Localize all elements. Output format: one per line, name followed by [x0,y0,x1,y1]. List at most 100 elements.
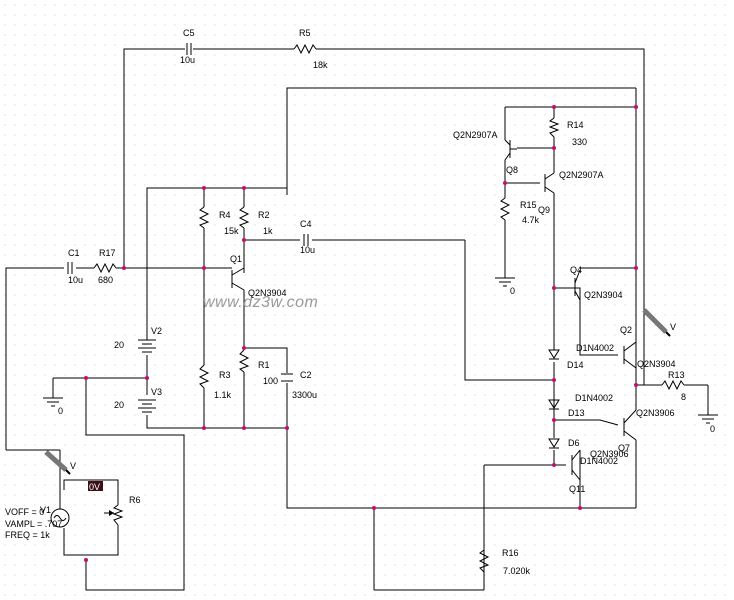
resistor-r16 [478,549,490,573]
label-v2: V2 [151,326,162,336]
ground-symbol-3 [698,414,718,424]
watermark: www.dz3w.com [203,294,318,311]
model-q7: Q2N3906 [636,408,675,418]
ground-label-3: 0 [710,424,715,434]
model-q9: Q2N2907A [559,170,604,180]
diode-d6 [548,438,560,449]
value-r16: 7.020k [503,566,531,576]
ground-symbol-1 [43,397,63,407]
label-q4: Q4 [570,265,582,275]
value-c4: 10u [300,245,315,255]
ground-label-1: 0 [58,406,63,416]
resistor-r1 [238,349,250,373]
capacitor-c4 [303,234,309,246]
capacitor-c1 [67,262,73,274]
value-c5: 10u [180,55,195,65]
label-c4: C4 [300,219,312,229]
value-c1: 10u [68,275,83,285]
value-r13: 8 [681,392,686,402]
probe-label-output: V [670,322,676,332]
label-q7: Q7 [618,443,630,453]
value-r15: 4.7k [522,215,540,225]
transistor-q1 [231,267,245,291]
value-c2: 3300u [292,390,317,400]
value-r3: 1.1k [214,390,232,400]
value-r17: 680 [98,275,113,285]
battery-v3 [138,399,156,413]
voltage-probe-input [44,450,71,475]
label-v1: V1 [40,505,51,515]
value-r1: 100 [263,376,278,386]
diode-d14 [548,349,560,360]
label-r14: R14 [567,120,584,130]
source-freq: FREQ = 1k [5,530,50,540]
label-r15: R15 [520,200,537,210]
label-q1: Q1 [230,254,242,264]
resistor-r5 [293,43,317,55]
source-vampl: VAMPL = .707 [5,519,62,529]
label-r17: R17 [99,248,116,258]
capacitor-c2 [281,373,293,382]
resistor-r17 [93,262,117,274]
transistor-q2 [623,341,637,369]
label-q2: Q2 [620,325,632,335]
resistor-r4 [198,206,210,229]
value-r5: 18k [313,60,328,70]
label-r13: R13 [668,370,685,380]
resistor-r13 [661,379,685,391]
probe-label-input: V [70,461,76,471]
label-q8: Q8 [506,165,518,175]
label-q11: Q11 [569,484,585,494]
resistor-r15 [499,197,511,221]
capacitor-c5 [186,43,192,55]
label-d13: D13 [568,408,585,418]
resistor-r3 [198,364,210,389]
resistor-r14 [548,117,560,138]
model-d6: D1N4002 [580,456,618,466]
label-d14: D14 [567,360,584,370]
value-r4: 15k [224,226,239,236]
label-r5: R5 [299,28,311,38]
model-q2: Q2N3904 [637,359,676,369]
model-d13: D1N4002 [575,393,613,403]
ground-symbol-2 [495,277,515,287]
transistor-q4 [574,269,581,301]
label-q9: Q9 [538,205,550,215]
bias-voltage-label: 0V [89,482,100,492]
label-r4: R4 [219,210,231,220]
diode-d13 [548,399,560,410]
label-c5: C5 [183,28,195,38]
value-v3: 20 [114,400,124,410]
model-q4: Q2N3904 [584,290,623,300]
value-r14: 330 [572,137,587,147]
resistor-r2 [238,206,250,229]
label-r3: R3 [219,370,231,380]
label-c2: C2 [300,370,312,380]
label-r16: R16 [502,548,519,558]
voltage-probe-output [642,308,671,337]
label-r2: R2 [258,210,270,220]
model-q1: Q2N3904 [248,288,287,298]
battery-v2 [138,339,156,353]
label-c1: C1 [68,248,80,258]
bias-voltage-marker [88,481,103,491]
label-r6: R6 [129,495,141,505]
source-voff: VOFF = 0 [5,507,44,517]
transistor-q7 [623,409,637,441]
label-r1: R1 [258,360,270,370]
label-v3: V3 [151,387,162,397]
model-q8: Q2N2907A [453,130,498,140]
value-v2: 20 [114,340,124,350]
label-d6: D6 [568,438,580,448]
transistor-q8 [504,139,517,161]
value-r2: 1k [263,226,273,236]
model-q11: Q2N3906 [590,449,629,459]
junction-dots [84,105,638,562]
ground-label-2: 0 [510,286,515,296]
potentiometer-r6 [104,504,124,526]
model-d14: D1N4002 [576,343,614,353]
ac-source-v1 [50,450,70,528]
transistor-q11 [571,449,581,481]
